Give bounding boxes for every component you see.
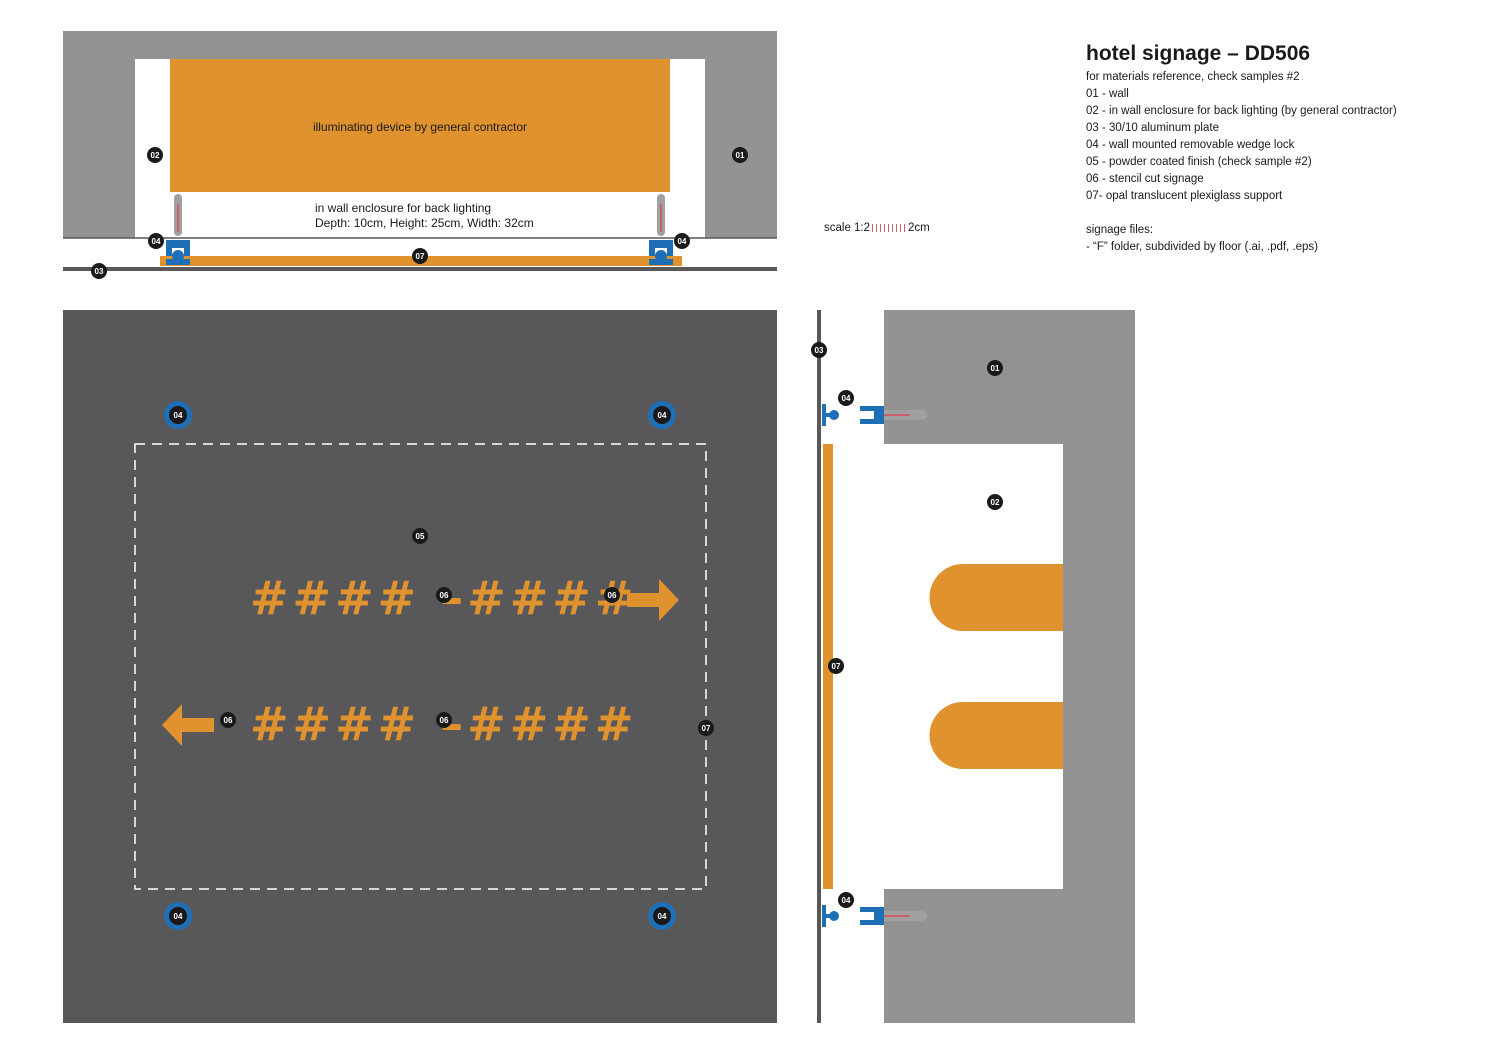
lock-hole-tr: 04	[648, 401, 676, 429]
badge-07-top: 07	[412, 248, 428, 264]
plexiglass-outline	[134, 443, 707, 890]
svg-text:06: 06	[224, 716, 233, 725]
svg-text:04: 04	[152, 237, 161, 246]
legend-line-3: 03 - 30/10 aluminum plate	[1086, 122, 1219, 134]
enclosure-side	[884, 444, 1063, 889]
badge-06-r2-left: 06	[220, 712, 236, 728]
top-section-view: illuminating device by general contracto…	[63, 31, 777, 279]
svg-text:04: 04	[842, 394, 851, 403]
wedge-lock-lower-side	[822, 905, 927, 927]
svg-text:02: 02	[991, 498, 1000, 507]
badge-03-side: 03	[811, 342, 827, 358]
badge-04-top-right: 04	[674, 233, 690, 249]
legend-block: hotel signage – DD506 for materials refe…	[1086, 42, 1486, 256]
svg-text:03: 03	[95, 267, 104, 276]
legend-line-7: 07- opal translucent plexiglass support	[1086, 190, 1283, 202]
svg-text:04: 04	[658, 411, 667, 420]
badge-01-top: 01	[732, 147, 748, 163]
badge-01-side: 01	[987, 360, 1003, 376]
aluminum-plate-top	[63, 267, 777, 271]
scale-bar: scale 1:2 2cm	[824, 222, 930, 234]
illuminating-device	[170, 59, 670, 192]
scale-prefix: scale 1:2	[824, 222, 871, 234]
svg-text:01: 01	[736, 151, 745, 160]
svg-text:06: 06	[440, 716, 449, 725]
light-element-upper	[929, 564, 1063, 631]
legend-line-0: for materials reference, check samples #…	[1086, 71, 1300, 83]
files-title: signage files:	[1086, 224, 1154, 236]
dims-label: Depth: 10cm, Height: 25cm, Width: 32cm	[315, 216, 534, 230]
badge-06-r1-mid: 06	[436, 587, 452, 603]
badge-02-side: 02	[987, 494, 1003, 510]
files-line: - “F” folder, subdivided by floor (.ai, …	[1086, 241, 1319, 253]
lock-hole-bl: 04	[164, 902, 192, 930]
device-label: illuminating device by general contracto…	[313, 120, 527, 134]
legend-line-4: 04 - wall mounted removable wedge lock	[1086, 139, 1295, 151]
legend-line-5: 05 - powder coated finish (check sample …	[1086, 156, 1312, 168]
side-section-view: 03 01 04 02 07 04	[811, 310, 1135, 1023]
right-arrow-icon	[627, 579, 679, 621]
svg-text:07: 07	[702, 724, 711, 733]
svg-text:07: 07	[416, 252, 425, 261]
svg-text:04: 04	[174, 912, 183, 921]
badge-02-top: 02	[147, 147, 163, 163]
wedge-lock-upper-side	[822, 404, 927, 426]
badge-05: 05	[412, 528, 428, 544]
scale-ticks	[872, 223, 907, 232]
svg-text:03: 03	[815, 346, 824, 355]
svg-text:06: 06	[608, 591, 617, 600]
aluminum-plate-side	[817, 310, 821, 1023]
svg-text:02: 02	[151, 151, 160, 160]
badge-04-top-left: 04	[148, 233, 164, 249]
badge-03-top: 03	[91, 263, 107, 279]
lock-hole-tl: 04	[164, 401, 192, 429]
wedge-lock-left-top	[166, 194, 190, 265]
left-arrow-icon	[162, 704, 214, 746]
svg-text:06: 06	[440, 591, 449, 600]
svg-text:04: 04	[174, 411, 183, 420]
svg-text:04: 04	[658, 912, 667, 921]
light-element-lower	[929, 702, 1063, 769]
wedge-lock-right-top	[649, 194, 673, 265]
legend-line-1: 01 - wall	[1086, 88, 1129, 100]
svg-text:05: 05	[416, 532, 425, 541]
enclosure-label: in wall enclosure for back lighting	[315, 201, 491, 215]
badge-06-r2-mid: 06	[436, 712, 452, 728]
svg-text:07: 07	[832, 662, 841, 671]
drawing-title: hotel signage – DD506	[1086, 42, 1311, 65]
legend-line-2: 02 - in wall enclosure for back lighting…	[1086, 105, 1397, 117]
front-view: 04 04 04 04 05 #### –#### 06 06 #### –##…	[63, 310, 777, 1023]
plexiglass-side	[823, 444, 833, 889]
svg-text:01: 01	[991, 364, 1000, 373]
scale-suffix: 2cm	[908, 222, 930, 234]
badge-07-side: 07	[828, 658, 844, 674]
badge-04-side-upper: 04	[838, 390, 854, 406]
lock-hole-br: 04	[648, 902, 676, 930]
svg-text:04: 04	[842, 896, 851, 905]
legend-line-6: 06 - stencil cut signage	[1086, 173, 1204, 185]
svg-text:04: 04	[678, 237, 687, 246]
badge-07-front: 07	[698, 720, 714, 736]
badge-06-r1-right: 06	[604, 587, 620, 603]
badge-04-side-lower: 04	[838, 892, 854, 908]
